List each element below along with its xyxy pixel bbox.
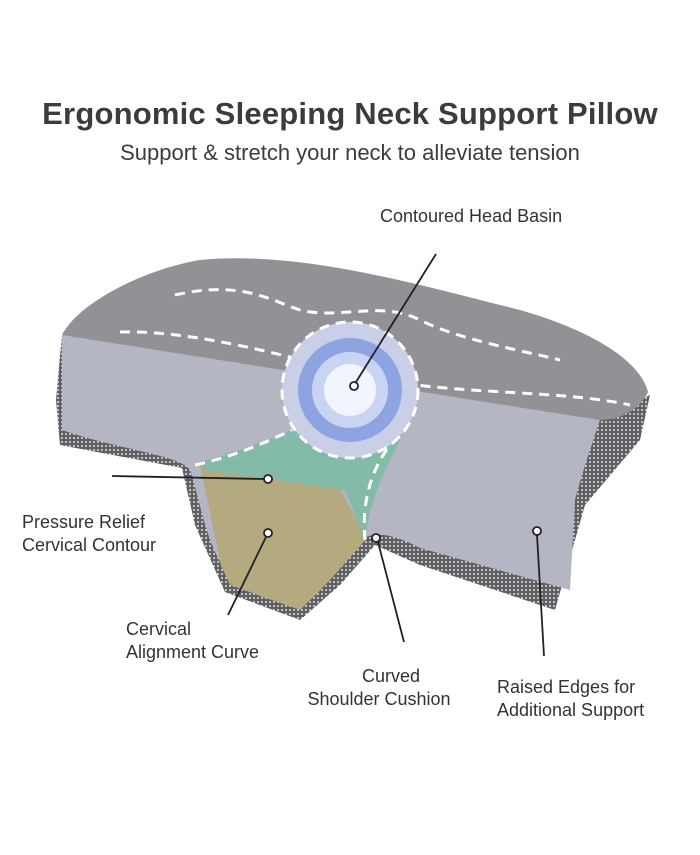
callout-line: Cervical	[126, 619, 192, 639]
callout-line: Additional Support	[497, 700, 645, 720]
pressure-relief-leader	[111, 475, 265, 480]
alignment-leader	[227, 536, 267, 616]
head-basin-leader	[355, 253, 437, 383]
shoulder-leader	[377, 541, 405, 643]
callout-line: Shoulder Cushion	[307, 689, 451, 709]
page-title: Ergonomic Sleeping Neck Support Pillow	[42, 96, 658, 131]
raised-edges-leader	[536, 534, 545, 657]
callout-line: Pressure Relief	[22, 512, 146, 532]
callout-pressure-relief: Pressure Relief Cervical Contour	[22, 511, 156, 557]
callout-line: Cervical Contour	[22, 535, 157, 555]
callout-alignment-curve: Cervical Alignment Curve	[126, 618, 259, 664]
head-basin-graphic	[280, 320, 420, 460]
callout-shoulder-cushion: Curved Shoulder Cushion	[296, 665, 462, 711]
alignment-region	[200, 465, 370, 610]
callout-head-basin: Contoured Head Basin	[380, 206, 563, 226]
page-subtitle: Support & stretch your neck to alleviate…	[120, 140, 580, 165]
callout-line: Raised Edges for	[497, 677, 636, 697]
callout-line: Curved	[361, 666, 421, 686]
callout-raised-edges: Raised Edges for Additional Support	[497, 676, 644, 722]
callout-line: Alignment Curve	[126, 642, 260, 662]
